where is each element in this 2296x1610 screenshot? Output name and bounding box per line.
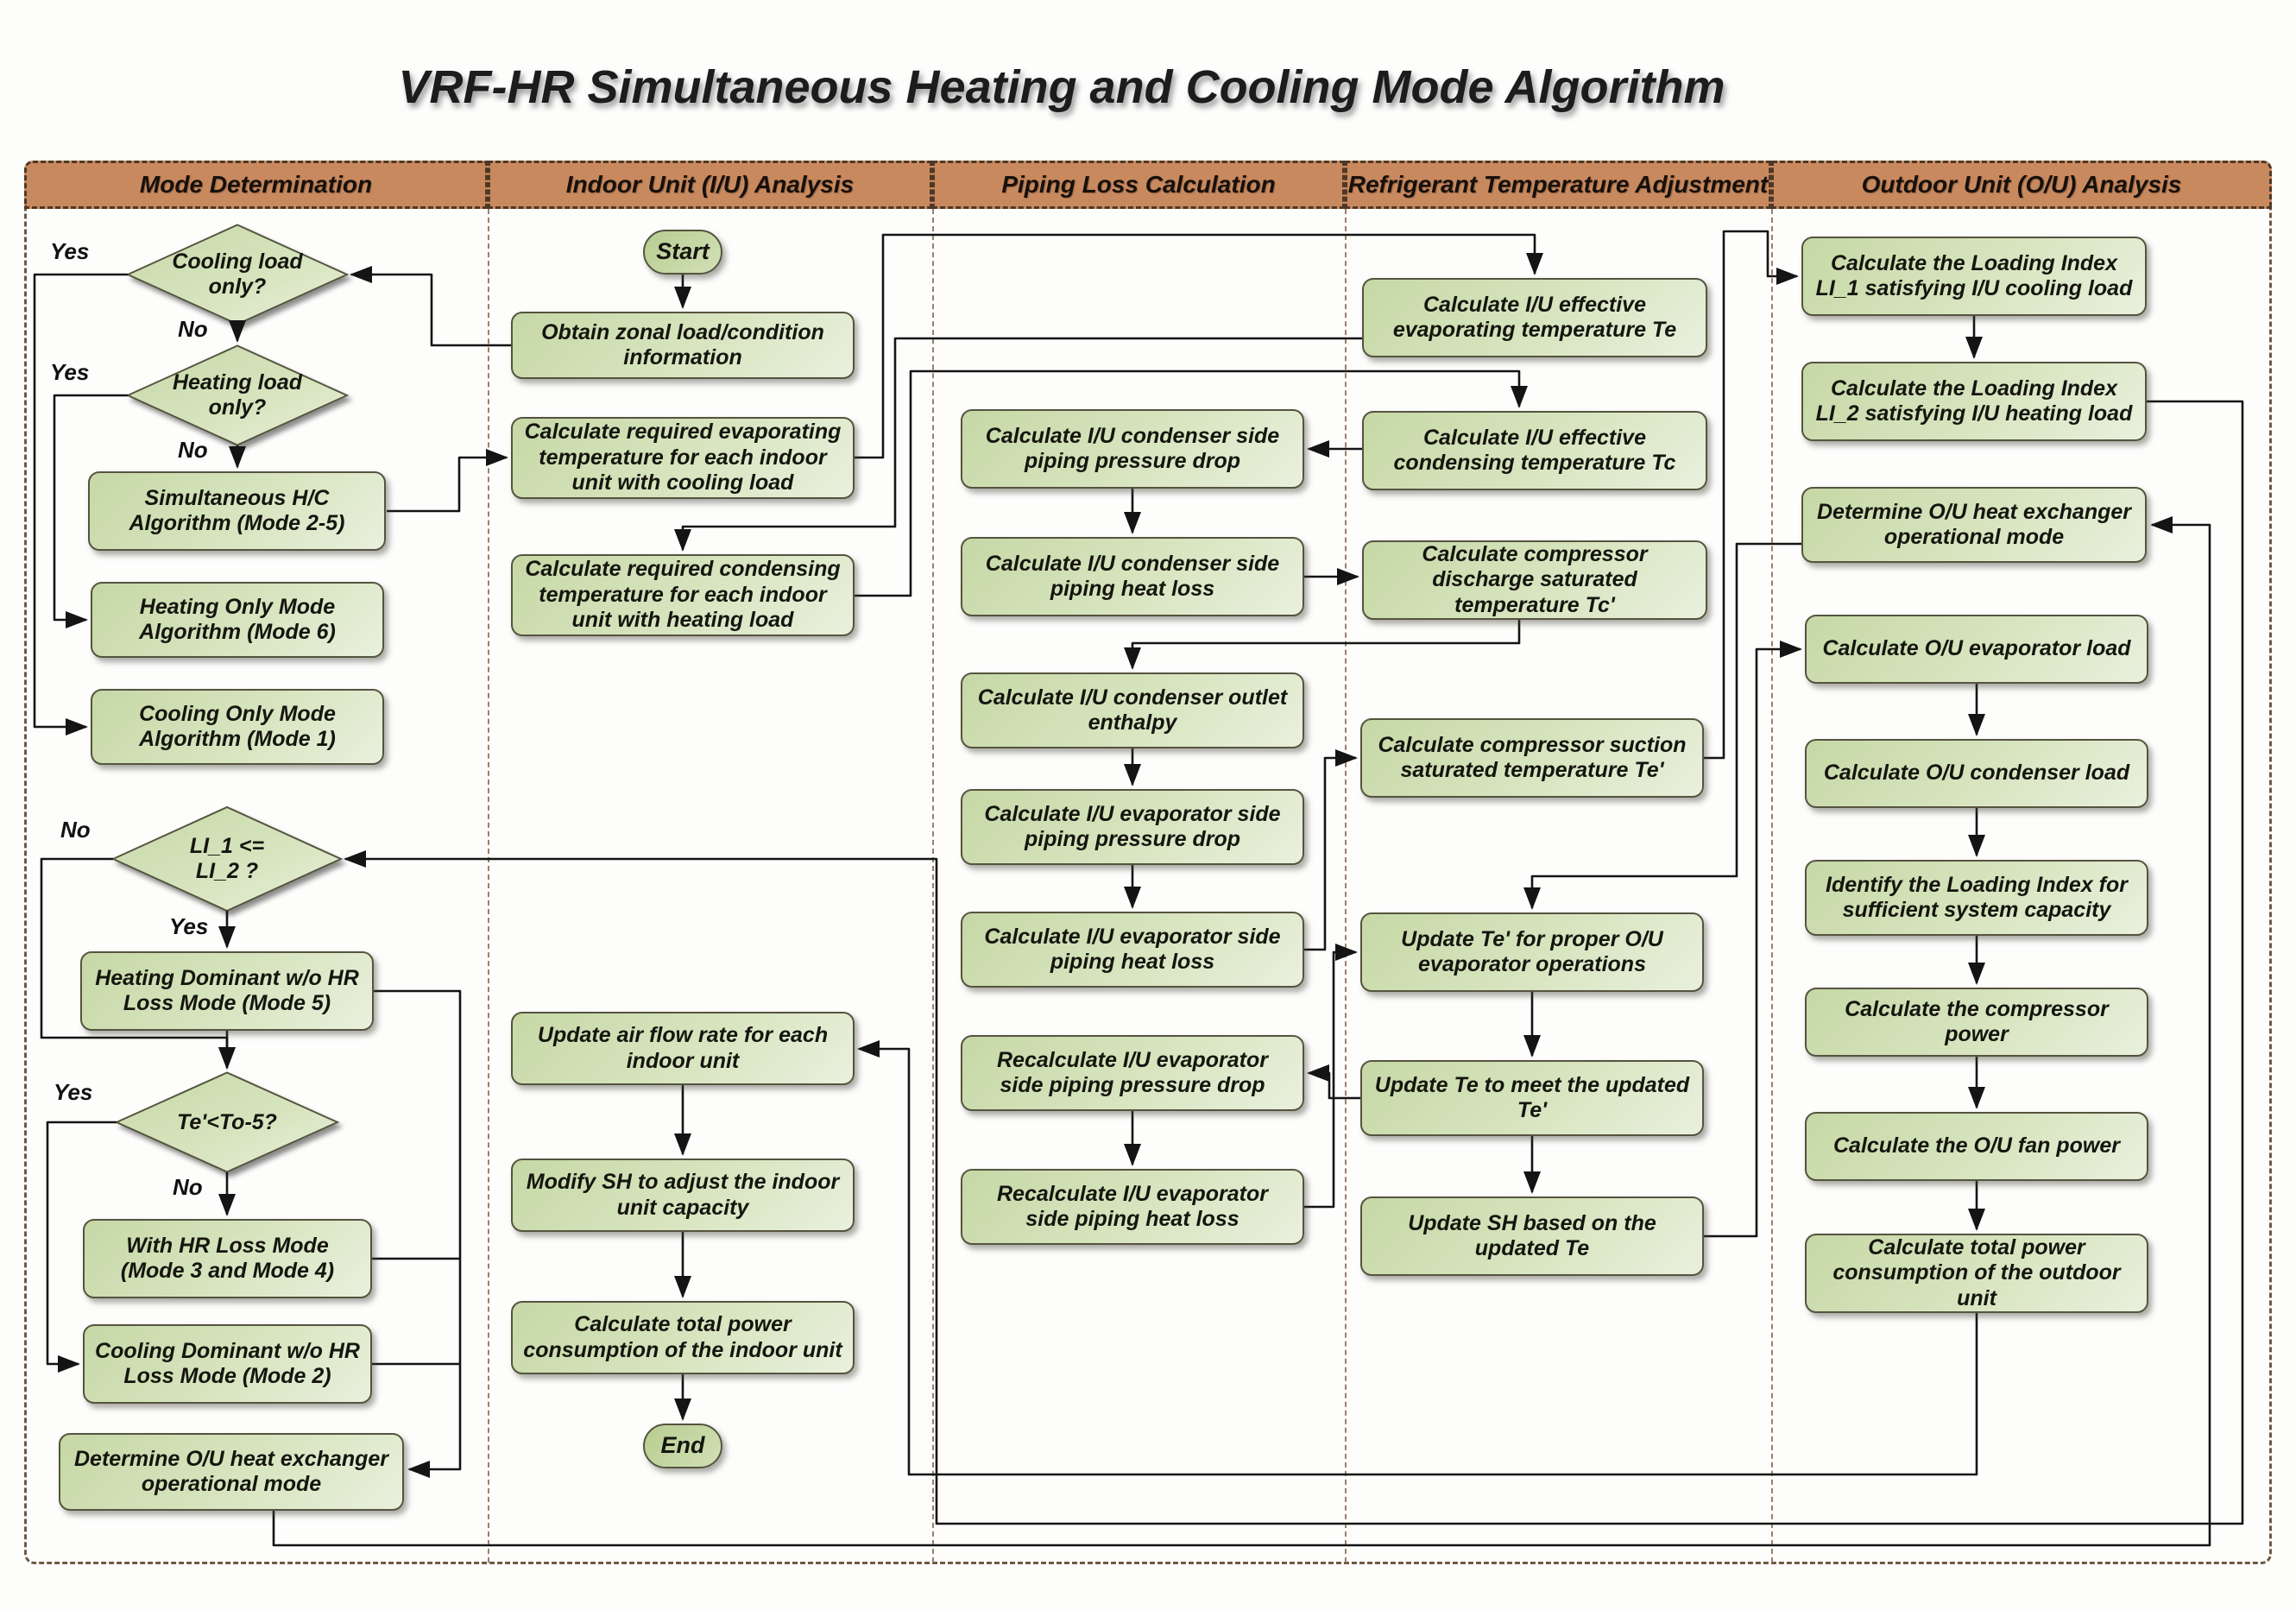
node-simultaneous-hc-algorithm: Simultaneous H/C Algorithm (Mode 2-5): [88, 471, 386, 551]
edge-updte-repdrop: [1307, 1064, 1360, 1100]
node-condenser-pressure-drop: Calculate I/U condenser side piping pres…: [961, 409, 1304, 489]
node-required-evaporating-temp: Calculate required evaporating temperatu…: [511, 417, 855, 499]
node-loading-index-li1: Calculate the Loading Index LI_1 satisfy…: [1801, 237, 2147, 316]
node-required-condensing-temp: Calculate required condensing temperatur…: [511, 554, 855, 636]
node-effective-condensing-tc: Calculate I/U effective condensing tempe…: [1362, 411, 1707, 490]
node-cooling-dominant-mode2: Cooling Dominant w/o HR Loss Mode (Mode …: [83, 1324, 372, 1404]
lane-header-outdoor-unit-analysis: Outdoor Unit (O/U) Analysis: [1771, 161, 2272, 209]
edge-tcp-enthalpy: [1124, 620, 1521, 670]
edge-heatdom-detou1: [374, 989, 462, 1478]
node-ou-evaporator-load: Calculate O/U evaporator load: [1805, 615, 2148, 684]
node-condenser-heat-loss: Calculate I/U condenser side piping heat…: [961, 537, 1304, 616]
node-loading-index-li2: Calculate the Loading Index LI_2 satisfy…: [1801, 362, 2147, 441]
node-condenser-outlet-enthalpy: Calculate I/U condenser outlet enthalpy: [961, 672, 1304, 748]
edge-li2-li-q-feedback: [344, 400, 2244, 1525]
page-title: VRF-HR Simultaneous Heating and Cooling …: [398, 61, 1725, 113]
lane-header-indoor-unit-analysis: Indoor Unit (I/U) Analysis: [488, 161, 932, 209]
decision-heating-load-only-label: Heating load only?: [172, 370, 302, 420]
node-evaporator-heat-loss: Calculate I/U evaporator side piping hea…: [961, 912, 1304, 988]
edge-rehloss-updtep: [1304, 944, 1358, 1209]
node-effective-evaporating-te: Calculate I/U effective evaporating temp…: [1362, 278, 1707, 357]
label-heating-no: No: [178, 437, 208, 463]
node-ou-fan-power: Calculate the O/U fan power: [1805, 1112, 2148, 1181]
edge-detou5-updtep: [1523, 542, 1801, 910]
lane-header-refrigerant-temp: Refrigerant Temperature Adjustment: [1345, 161, 1771, 209]
edge-oupower-airflow-feedback: [857, 1040, 1978, 1476]
edge-simul-evaptemp: [387, 449, 508, 513]
node-update-air-flow: Update air flow rate for each indoor uni…: [511, 1012, 855, 1085]
decision-te-lt-to5-label: Te'<To-5?: [177, 1109, 277, 1134]
node-recalc-evaporator-heat-loss: Recalculate I/U evaporator side piping h…: [961, 1169, 1304, 1245]
lane-separator-3: [1345, 209, 1347, 1563]
node-heating-only-mode: Heating Only Mode Algorithm (Mode 6): [91, 582, 384, 658]
decision-li1-le-li2-label: LI_1 <= LI_2 ?: [189, 834, 265, 883]
node-iu-total-power: Calculate total power consumption of the…: [511, 1301, 855, 1374]
lane-separator-4: [1771, 209, 1773, 1563]
node-start: Start: [643, 230, 722, 275]
node-cooling-only-mode: Cooling Only Mode Algorithm (Mode 1): [91, 689, 384, 765]
node-compressor-power: Calculate the compressor power: [1805, 988, 2148, 1057]
lane-header-piping-loss: Piping Loss Calculation: [932, 161, 1345, 209]
label-li-yes: Yes: [169, 913, 209, 939]
label-li-no: No: [60, 817, 91, 843]
lane-separator-2: [932, 209, 934, 1563]
edge-heating-yes-heatonly: [53, 394, 128, 628]
edge-ehloss-tep: [1304, 749, 1358, 951]
edge-evaptemp-te: [855, 233, 1543, 459]
edge-te-yes-cooldom: [46, 1121, 117, 1373]
node-determine-ou-hx-mode-lane5: Determine O/U heat exchanger operational…: [1801, 487, 2147, 563]
edge-cooling-yes-coolonly: [33, 273, 128, 736]
node-with-hr-loss-mode: With HR Loss Mode (Mode 3 and Mode 4): [83, 1219, 372, 1298]
node-heating-dominant-mode5: Heating Dominant w/o HR Loss Mode (Mode …: [80, 951, 374, 1031]
label-cooling-no: No: [178, 316, 208, 342]
node-discharge-saturated-tcprime: Calculate compressor discharge saturated…: [1362, 540, 1707, 620]
decision-cooling-load-only: [125, 224, 350, 325]
edge-condtemp-tc: [855, 369, 1528, 597]
node-update-te: Update Te to meet the updated Te': [1360, 1060, 1704, 1136]
edge-tep-li1: [1704, 230, 1799, 760]
edge-te-condtemp: [674, 337, 1362, 552]
label-heating-yes: Yes: [50, 359, 90, 385]
label-te-yes: Yes: [54, 1079, 93, 1105]
lane-separator-1: [488, 209, 489, 1563]
node-identify-loading-index: Identify the Loading Index for sufficien…: [1805, 860, 2148, 936]
label-cooling-yes: Yes: [50, 238, 90, 264]
node-determine-ou-hx-mode-lane1: Determine O/U heat exchanger operational…: [59, 1433, 404, 1511]
edge-obtain-cooling-q: [350, 266, 511, 347]
decision-heating-load-only: [125, 344, 350, 446]
node-modify-sh: Modify SH to adjust the indoor unit capa…: [511, 1159, 855, 1232]
edge-detou1-detou5: [272, 516, 2211, 1547]
lane-header-mode-determination: Mode Determination: [24, 161, 488, 209]
decision-te-lt-to5: [114, 1071, 340, 1173]
edge-updsh-evapload: [1704, 641, 1802, 1238]
node-update-teprime: Update Te' for proper O/U evaporator ope…: [1360, 912, 1704, 992]
node-end: End: [643, 1424, 722, 1468]
node-suction-saturated-teprime: Calculate compressor suction saturated t…: [1360, 718, 1704, 798]
node-obtain-zonal-load: Obtain zonal load/condition information: [511, 312, 855, 379]
decision-cooling-load-only-label: Cooling load only?: [172, 249, 303, 299]
node-recalc-evaporator-pressure-drop: Recalculate I/U evaporator side piping p…: [961, 1035, 1304, 1111]
node-update-sh: Update SH based on the updated Te: [1360, 1196, 1704, 1276]
node-evaporator-pressure-drop: Calculate I/U evaporator side piping pre…: [961, 789, 1304, 865]
node-ou-total-power: Calculate total power consumption of the…: [1805, 1234, 2148, 1313]
node-ou-condenser-load: Calculate O/U condenser load: [1805, 739, 2148, 808]
decision-li1-le-li2: [110, 805, 344, 912]
label-te-no: No: [173, 1174, 203, 1200]
